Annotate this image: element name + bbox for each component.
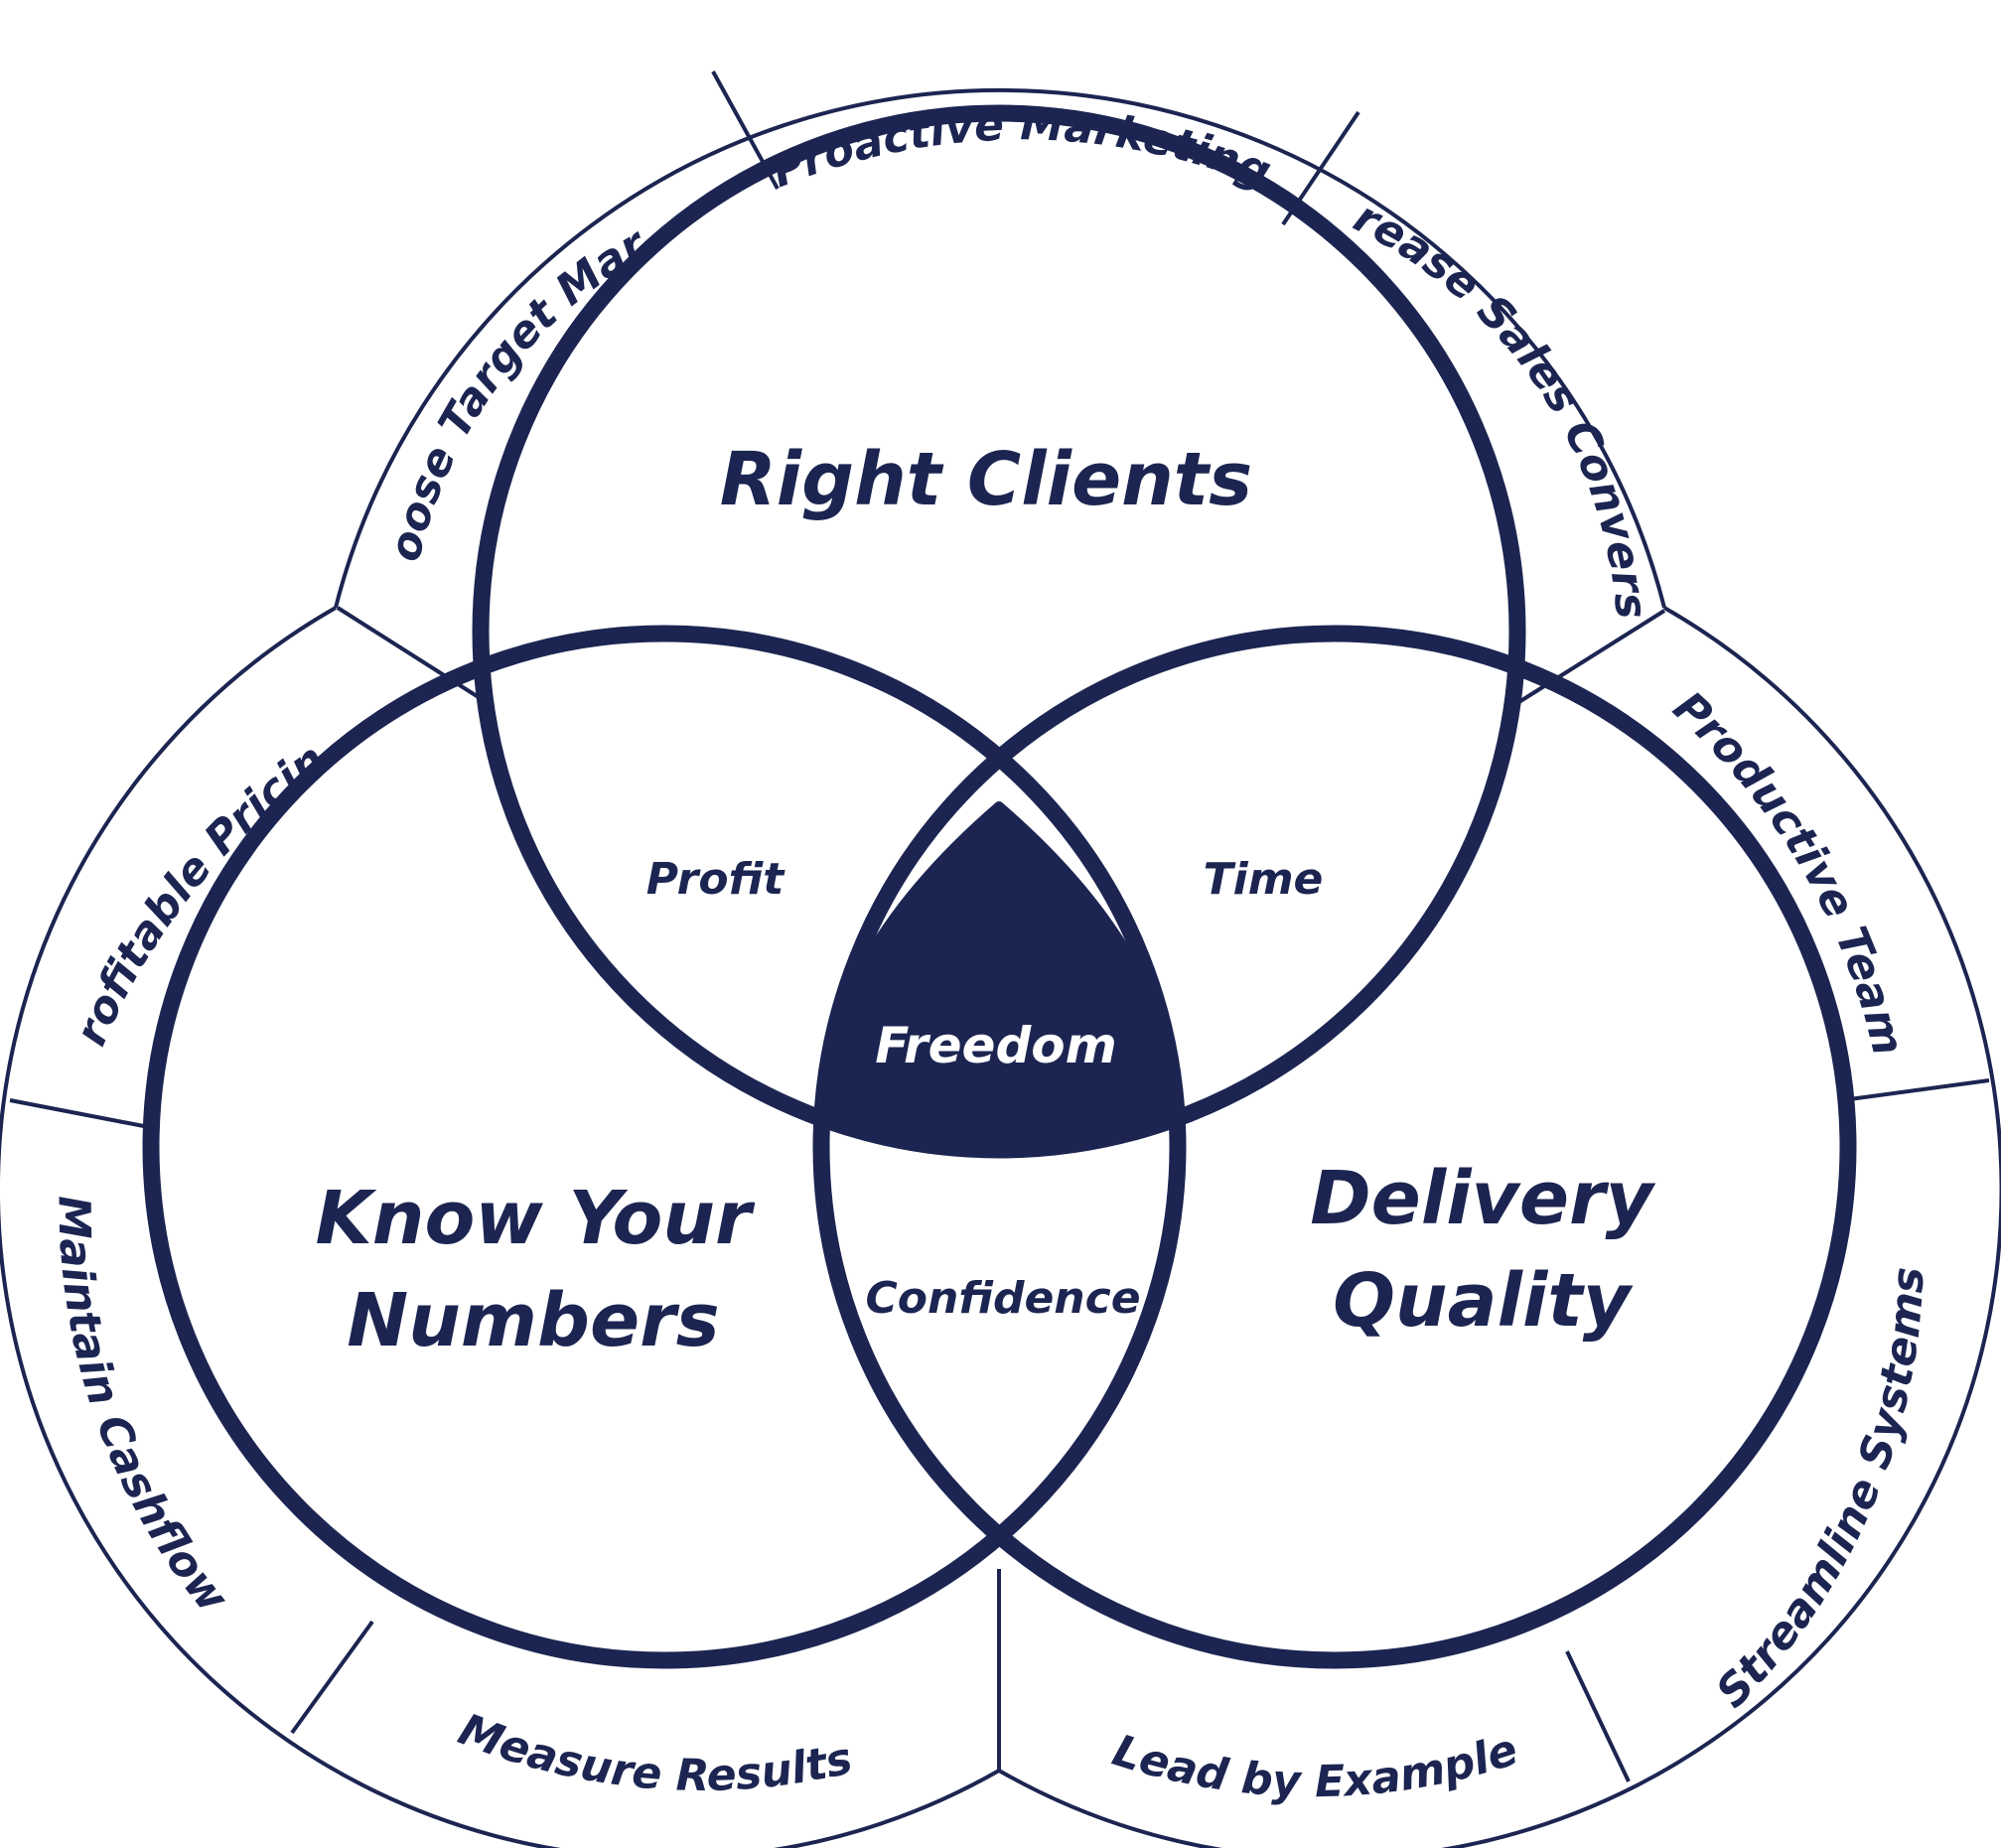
ring-label-proactive-marketing: Proactive Marketing	[765, 99, 1278, 198]
circle-right-clients	[472, 104, 1526, 1159]
label-profit: Profit	[646, 854, 786, 905]
ring-label-maintain-cashflow: Maintain Cashflow	[49, 1196, 238, 1623]
ring-label-productive-team: Productive Team	[1663, 682, 1914, 1061]
ring-label-choose-target-market: Choose Target Market	[0, 0, 656, 566]
outer-ring-left-arc	[0, 606, 1000, 1848]
circle-delivery-quality	[812, 625, 1857, 1669]
divider-upper-right	[1515, 609, 1666, 705]
divider-left	[9, 1098, 155, 1130]
label-freedom: Freedom	[875, 1017, 1116, 1074]
label-delivery-quality-line1: Delivery	[1310, 1156, 1655, 1241]
label-confidence: Confidence	[865, 1273, 1140, 1324]
ring-label-measure-results: Measure Results	[452, 1704, 857, 1801]
label-right-clients: Right Clients	[720, 437, 1252, 522]
outer-ring	[0, 87, 2001, 1848]
divider-bottom-right	[1565, 1650, 1631, 1782]
label-know-your-numbers-line1: Know Your	[315, 1176, 756, 1261]
divider-bottom-left	[290, 1620, 374, 1735]
ring-label-lead-by-example: Lead by Example	[1107, 1724, 1524, 1807]
venn-circles	[142, 104, 1857, 1669]
label-delivery-quality-line2: Quality	[1333, 1258, 1634, 1344]
outer-ring-top-arc	[334, 87, 1666, 609]
label-time: Time	[1204, 854, 1324, 905]
ring-label-profitable-pricing: Profitable Pricing	[0, 0, 335, 1053]
divider-upper-left	[336, 606, 487, 703]
label-know-your-numbers-line2: Numbers	[347, 1278, 719, 1363]
circle-know-your-numbers	[142, 625, 1187, 1669]
outer-ring-right-arc	[998, 606, 2001, 1848]
center-intersection	[814, 801, 1184, 1152]
divider-right	[1841, 1078, 1990, 1102]
